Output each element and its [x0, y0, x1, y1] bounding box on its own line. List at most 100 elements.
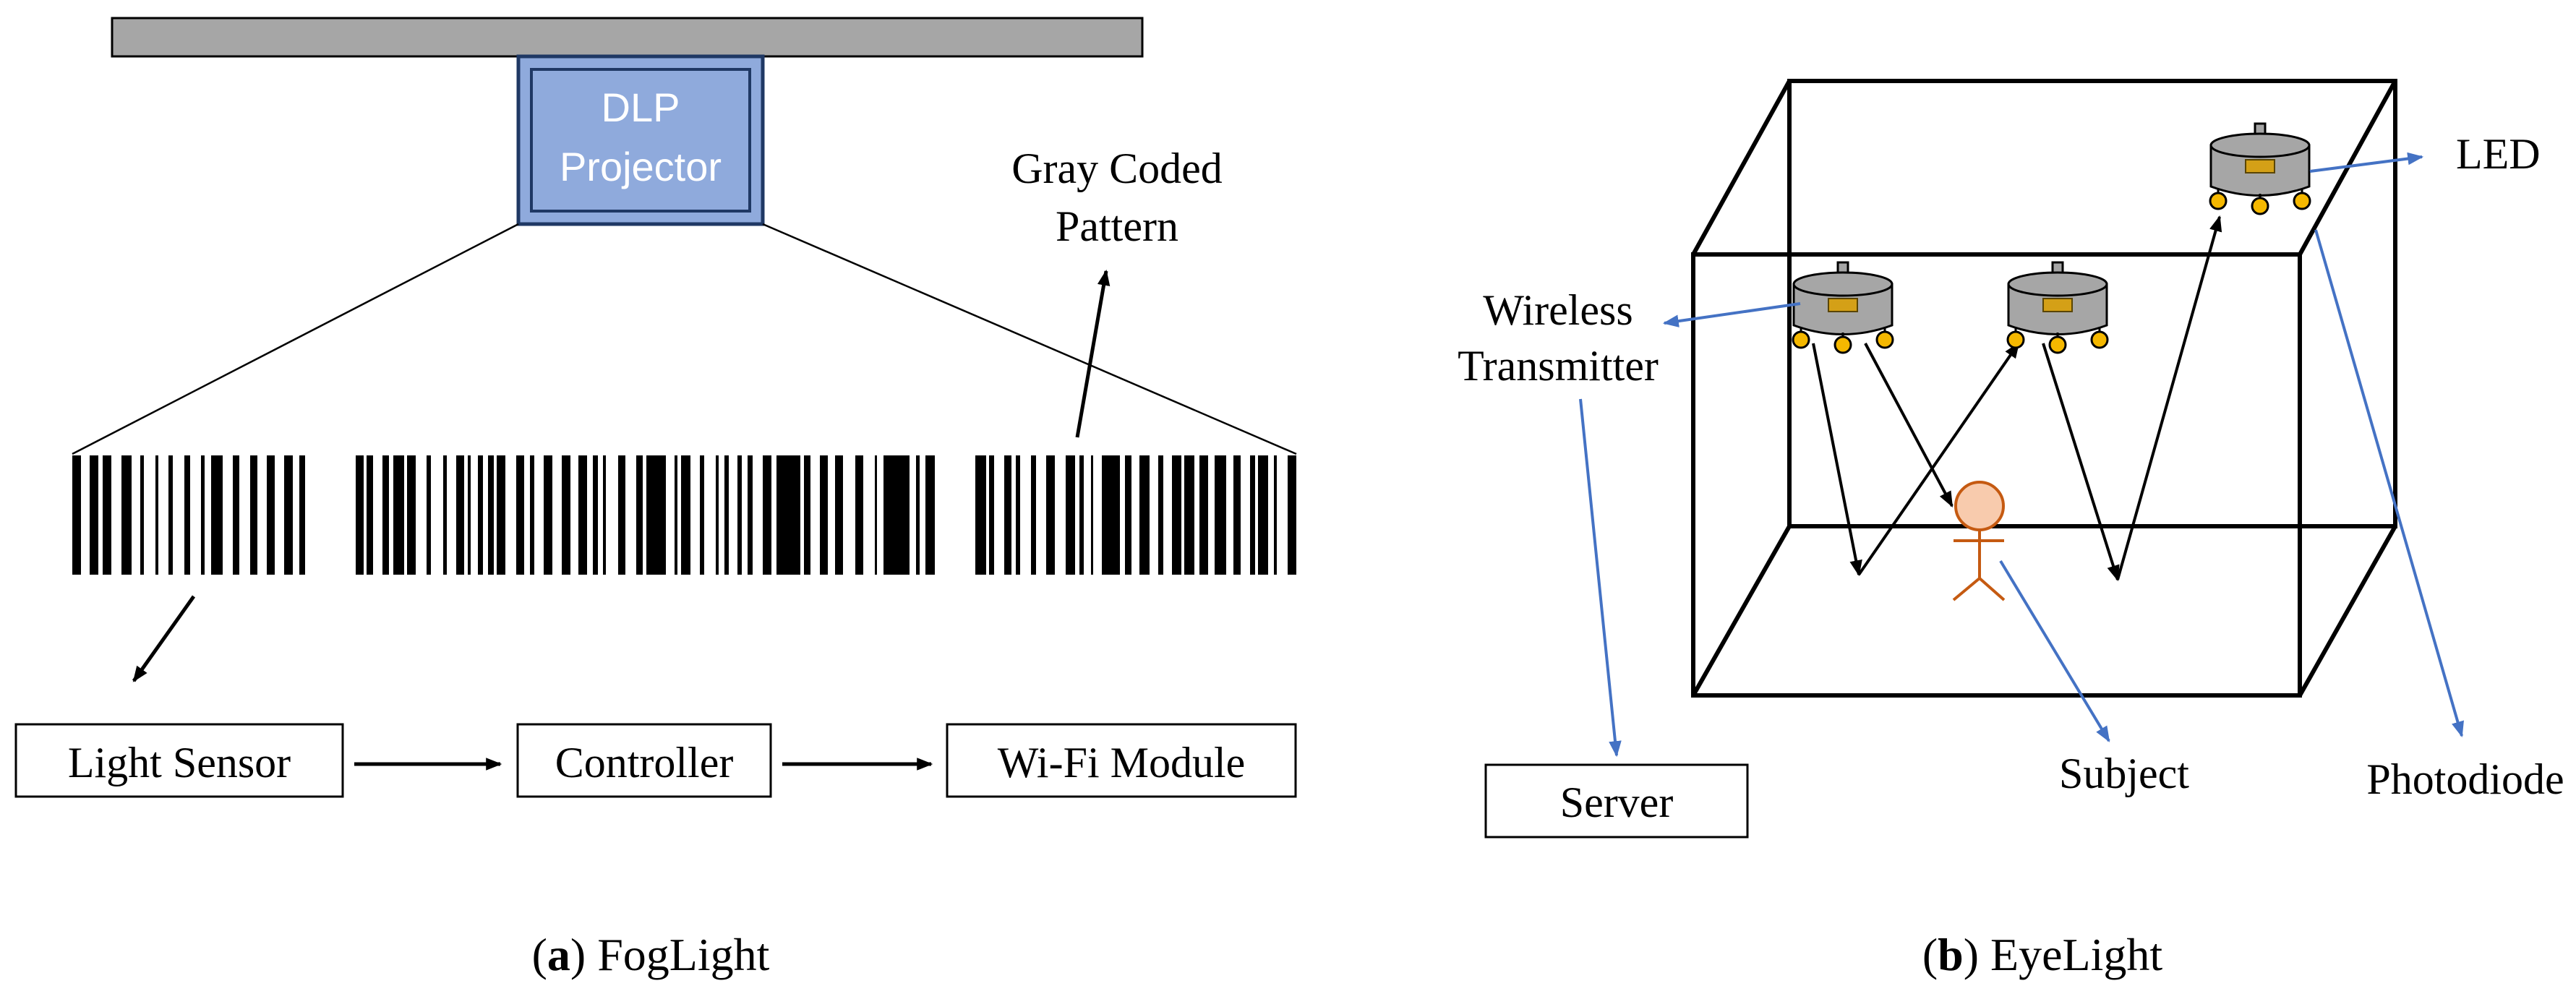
pattern-stripe [603, 455, 606, 575]
subject-label: Subject [2059, 750, 2189, 797]
projector-label-line2: Projector [560, 144, 722, 189]
pattern-stripe [578, 455, 587, 575]
pattern-stripe [1004, 455, 1011, 575]
gray-coded-pattern [72, 455, 1296, 575]
pattern-stripe [407, 455, 416, 575]
pattern-stripe [140, 455, 144, 575]
wifi-module-label: Wi-Fi Module [998, 739, 1246, 786]
pattern-stripe [393, 455, 404, 575]
pattern-stripe [544, 455, 552, 575]
pattern-stripe [1215, 455, 1226, 575]
pattern-stripe [875, 455, 877, 575]
caption-a: (a) FogLight [532, 929, 770, 980]
pattern-stripe [488, 455, 494, 575]
pattern-stripe [427, 455, 431, 575]
dlp-projector: DLP Projector [516, 54, 765, 226]
wireless-label-line2: Transmitter [1458, 342, 1659, 390]
luminaire-1 [1792, 261, 1894, 354]
pattern-stripe [804, 455, 810, 575]
luminaire-3 [2209, 122, 2311, 215]
pattern-stripe [1079, 455, 1084, 575]
pattern-stripe [1258, 455, 1268, 575]
pattern-stripe [250, 455, 257, 575]
pattern-label-line2: Pattern [1056, 202, 1178, 250]
pattern-stripe [776, 455, 800, 575]
pattern-stripe [737, 455, 742, 575]
pattern-stripe [233, 455, 239, 575]
projector-label-line1: DLP [602, 85, 680, 130]
pattern-stripe [1233, 455, 1241, 575]
pattern-stripe [516, 455, 524, 575]
pattern-stripe [478, 455, 483, 575]
pattern-stripe [367, 455, 373, 575]
wireless-label-line1: Wireless [1483, 286, 1633, 334]
led-label: LED [2456, 130, 2541, 178]
pattern-stripe [530, 455, 534, 575]
pattern-stripe [748, 455, 753, 575]
pattern-stripe [675, 455, 677, 575]
pattern-stripe [681, 455, 690, 575]
pattern-stripe [593, 455, 598, 575]
pattern-stripe [916, 455, 920, 575]
pattern-stripe [700, 455, 704, 575]
sensor-arrow [132, 595, 196, 682]
luminaire-icon [2209, 122, 2311, 215]
pattern-stripe [835, 455, 843, 575]
pattern-stripe [925, 455, 935, 575]
pattern-stripe [562, 455, 570, 575]
pattern-stripe [763, 455, 771, 575]
pattern-stripe [1102, 455, 1120, 575]
pattern-stripe [1199, 455, 1208, 575]
pattern-label-line1: Gray Coded [1011, 145, 1223, 192]
pattern-stripe [201, 455, 205, 575]
light-sensor-box [14, 723, 344, 798]
light-sensor-label: Light Sensor [68, 739, 291, 786]
pattern-stripe [299, 455, 305, 575]
pattern-stripe [1016, 455, 1020, 575]
pattern-stripe [184, 455, 190, 575]
pattern-stripe [497, 455, 505, 575]
controller-box [516, 723, 772, 798]
pattern-stripe [168, 455, 173, 575]
pattern-stripe [267, 455, 275, 575]
pattern-stripe [975, 455, 986, 575]
stick-figure-icon [1952, 481, 2006, 601]
luminaire-icon [1792, 261, 1894, 354]
pattern-stripe [90, 455, 98, 575]
pattern-stripe [1031, 455, 1036, 575]
pattern-stripe [1091, 455, 1093, 575]
pattern-stripe [103, 455, 111, 575]
photodiode-label: Photodiode [2366, 755, 2564, 803]
pattern-stripe [883, 455, 910, 575]
pattern-stripe [356, 455, 364, 575]
pattern-stripe [1250, 455, 1255, 575]
panel-a-foglight: DLP Projector Gray Coded Pattern Light S… [14, 17, 1297, 980]
pattern-stripe [468, 455, 471, 575]
server-box [1484, 763, 1749, 839]
pattern-arrow [1075, 269, 1111, 438]
pattern-stripe [1158, 455, 1163, 575]
wifi-module-box [946, 723, 1297, 798]
pattern-stripe [211, 455, 223, 575]
pattern-stripe [820, 455, 828, 575]
pattern-stripe [1184, 455, 1194, 575]
panel-b-eyelight: LED Wireless Transmitter Server Subject … [1458, 79, 2564, 980]
pattern-stripe [443, 455, 447, 575]
pattern-stripe [1172, 455, 1181, 575]
pattern-stripe [1125, 455, 1131, 575]
pattern-stripe [724, 455, 729, 575]
pattern-stripe [284, 455, 293, 575]
pattern-stripe [1046, 455, 1055, 575]
pattern-stripe [989, 455, 994, 575]
projection-line-right [762, 223, 1297, 455]
pattern-stripe [618, 455, 625, 575]
pattern-stripe [456, 455, 464, 575]
pattern-stripe [636, 455, 643, 575]
pattern-stripe [72, 455, 81, 575]
luminaire-icon [2006, 261, 2109, 354]
pattern-stripe [155, 455, 158, 575]
ceiling-mount [111, 17, 1144, 58]
pattern-stripe [1288, 455, 1296, 575]
controller-label: Controller [555, 739, 734, 786]
light-paths [1812, 215, 2222, 582]
